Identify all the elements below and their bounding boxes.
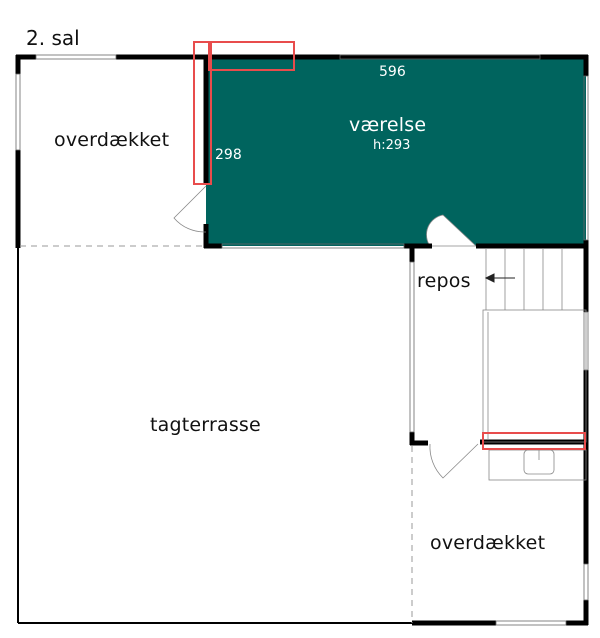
door-swing-repos — [429, 443, 479, 479]
floor-title: 2. sal — [26, 26, 80, 50]
windows — [15, 54, 589, 626]
dimension-depth: 298 — [215, 147, 242, 163]
room-label-overdaekket-top: overdækket — [54, 129, 170, 151]
dimension-width: 596 — [379, 64, 406, 80]
highlight-left-partition[interactable] — [193, 41, 212, 185]
room-vaerelse-fill — [206, 58, 586, 246]
door-swing-overdaekket — [173, 185, 207, 233]
room-label-tagterrasse: tagterrasse — [150, 414, 261, 436]
highlight-stair-wall[interactable] — [482, 432, 586, 450]
staircase — [482, 248, 587, 481]
highlight-top-wall[interactable] — [208, 41, 295, 71]
room-height-vaerelse: h:293 — [373, 138, 411, 153]
room-label-vaerelse: værelse — [349, 114, 427, 136]
room-label-overdaekket-bottom: overdækket — [430, 532, 546, 554]
open-edges — [20, 245, 413, 623]
room-label-repos: repos — [417, 270, 471, 292]
highlight-boxes[interactable] — [193, 41, 586, 450]
stair-arrow-icon — [484, 273, 515, 283]
door-swing-vaerelse — [426, 214, 478, 247]
